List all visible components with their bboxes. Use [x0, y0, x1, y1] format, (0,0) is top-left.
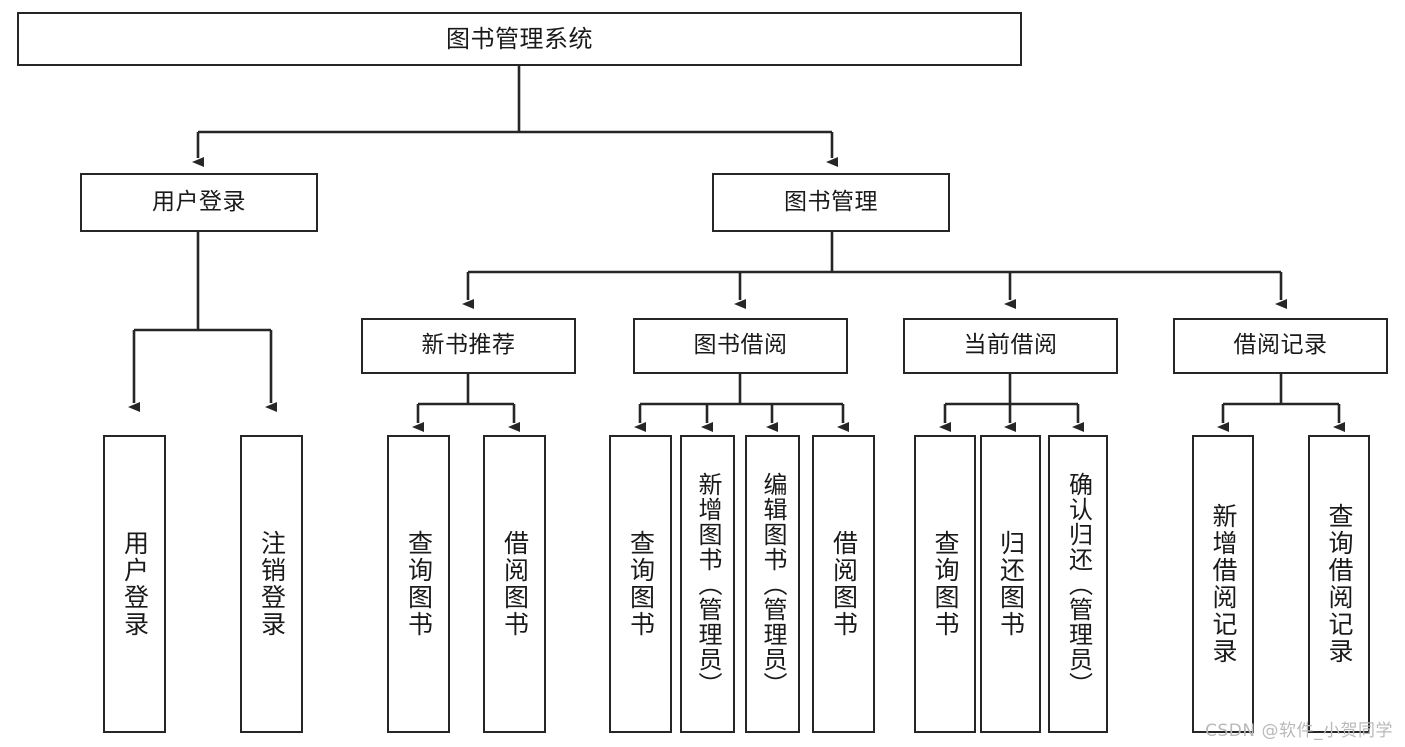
leaf-borrow-record-query-record[interactable]: 查询借阅记录 — [1308, 435, 1370, 733]
node-label: 当前借阅 — [963, 332, 1058, 359]
node-label: 确认归还（管理员） — [1064, 471, 1093, 697]
node-label: 新增借阅记录 — [1209, 503, 1238, 665]
leaf-new-book-query-book[interactable]: 查询图书 — [387, 435, 450, 733]
node-label: 图书借阅 — [693, 332, 788, 359]
node-user-login[interactable]: 用户登录 — [80, 173, 318, 232]
node-label: 归还图书 — [996, 530, 1026, 638]
node-label: 新书推荐 — [421, 332, 516, 359]
leaf-user-login-login[interactable]: 用户登录 — [103, 435, 166, 733]
node-label: 查询图书 — [404, 530, 434, 638]
node-root-system[interactable]: 图书管理系统 — [17, 12, 1022, 66]
leaf-book-borrow-query-book[interactable]: 查询图书 — [609, 435, 672, 733]
node-label: 查询图书 — [626, 530, 656, 638]
leaf-current-borrow-query-book[interactable]: 查询图书 — [914, 435, 976, 733]
leaf-book-borrow-add-book-admin[interactable]: 新增图书（管理员） — [680, 435, 735, 733]
leaf-current-borrow-return-book[interactable]: 归还图书 — [980, 435, 1041, 733]
node-label: 新增图书（管理员） — [693, 471, 722, 697]
node-label: 编辑图书（管理员） — [758, 471, 787, 697]
node-label: 图书管理系统 — [446, 24, 593, 53]
node-label: 用户登录 — [152, 188, 246, 215]
leaf-new-book-borrow-book[interactable]: 借阅图书 — [483, 435, 546, 733]
node-label: 借阅记录 — [1233, 332, 1328, 359]
leaf-current-borrow-confirm-return-admin[interactable]: 确认归还（管理员） — [1048, 435, 1108, 733]
node-book-borrow[interactable]: 图书借阅 — [633, 318, 848, 374]
watermark-text: CSDN @软件_小贺同学 — [1205, 721, 1393, 741]
node-label: 注销登录 — [257, 530, 287, 638]
node-book-management[interactable]: 图书管理 — [712, 173, 950, 232]
node-label: 查询借阅记录 — [1325, 503, 1354, 665]
node-label: 借阅图书 — [500, 530, 530, 638]
leaf-borrow-record-add-record[interactable]: 新增借阅记录 — [1192, 435, 1254, 733]
node-label: 用户登录 — [120, 530, 150, 638]
leaf-user-login-logout[interactable]: 注销登录 — [240, 435, 303, 733]
leaf-book-borrow-edit-book-admin[interactable]: 编辑图书（管理员） — [745, 435, 800, 733]
leaf-book-borrow-borrow-book[interactable]: 借阅图书 — [812, 435, 875, 733]
node-new-book-recommend[interactable]: 新书推荐 — [361, 318, 576, 374]
node-label: 图书管理 — [784, 188, 878, 215]
node-label: 借阅图书 — [829, 530, 859, 638]
node-current-borrow[interactable]: 当前借阅 — [903, 318, 1118, 374]
node-label: 查询图书 — [931, 530, 960, 638]
node-borrow-record[interactable]: 借阅记录 — [1173, 318, 1388, 374]
